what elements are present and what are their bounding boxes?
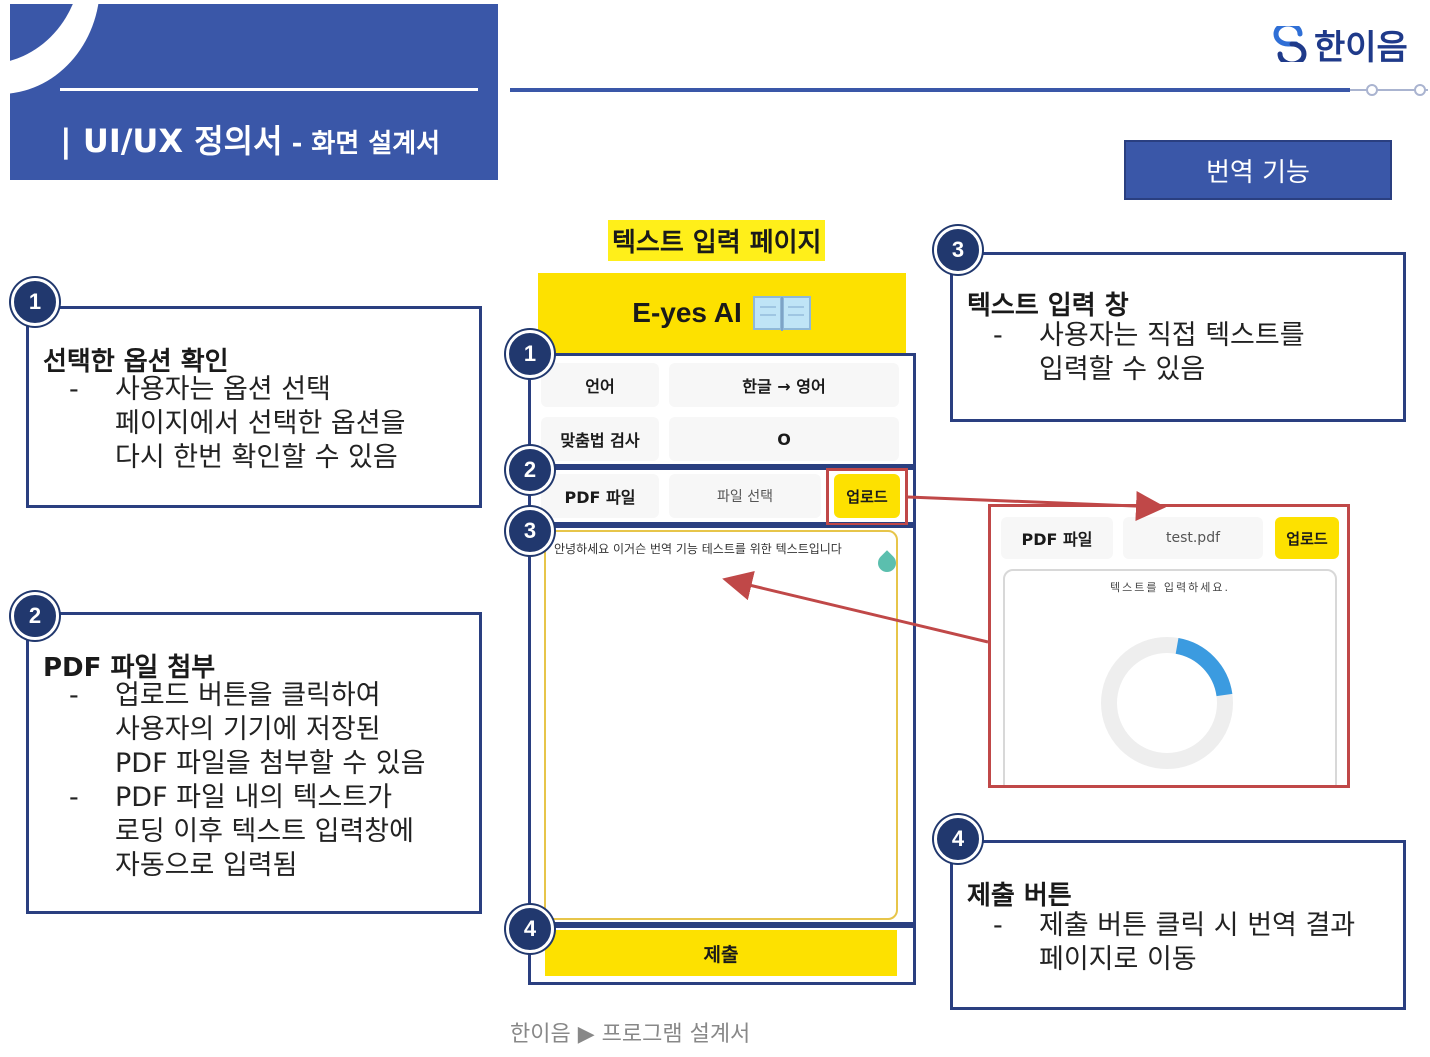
arrow-to-textarea (722, 570, 989, 644)
info-bullet: 제출 버튼 클릭 시 번역 결과 페이지로 이동 (967, 909, 1399, 977)
info-badge: 3 (934, 226, 982, 274)
hanieum-logo-icon (1273, 26, 1307, 62)
book-icon (752, 296, 811, 331)
preview-file-name[interactable]: test.pdf (1123, 517, 1263, 559)
header-divider (60, 88, 478, 91)
top-rule (510, 88, 1350, 92)
page-label: 텍스트 입력 페이지 (608, 220, 826, 261)
app-header: E-yes AI (538, 273, 906, 353)
header-banner: | UI/UX 정의서 - 화면 설계서 (10, 4, 498, 180)
mockup-badge-2: 2 (506, 446, 554, 494)
info-bullet: 사용자는 직접 텍스트를 입력할 수 있음 (967, 319, 1399, 387)
pdf-label: PDF 파일 (541, 474, 659, 518)
upload-button[interactable]: 업로드 (834, 474, 900, 518)
highlight-section-4 (528, 925, 916, 985)
submit-button[interactable]: 제출 (545, 930, 897, 976)
upload-highlight (826, 468, 908, 526)
file-select-button[interactable]: 파일 선택 (669, 474, 821, 518)
app-title: E-yes AI (632, 297, 742, 328)
info-badge: 2 (11, 592, 59, 640)
mockup-badge-1: 1 (506, 330, 554, 378)
info-title: 선택한 옵션 확인 (43, 347, 229, 377)
info-box-1: 선택한 옵션 확인 사용자는 옵션 선택 페이지에서 선택한 옵션을 다시 한번… (26, 306, 482, 508)
info-bullets: 사용자는 직접 텍스트를 입력할 수 있음 (967, 319, 1399, 387)
info-bullets: 제출 버튼 클릭 시 번역 결과 페이지로 이동 (967, 909, 1399, 977)
text-input-area[interactable]: 안녕하세요 이거슨 번역 기능 테스트를 위한 텍스트입니다 (544, 530, 900, 920)
info-box-2: PDF 파일 첨부 업로드 버튼을 클릭하여 사용자의 기기에 저장된 PDF … (26, 612, 482, 914)
text-input-content: 안녕하세요 이거슨 번역 기능 테스트를 위한 텍스트입니다 (554, 542, 842, 556)
logo: 한이음 (1270, 22, 1408, 68)
info-title: 텍스트 입력 창 (967, 291, 1129, 321)
highlight-section-3 (528, 525, 916, 925)
preview-text-area[interactable]: 텍스트를 입력하세요. (1003, 569, 1337, 785)
info-box-3: 텍스트 입력 창 사용자는 직접 텍스트를 입력할 수 있음 (950, 252, 1406, 422)
preview-placeholder: 텍스트를 입력하세요. (1109, 581, 1231, 594)
logo-text: 한이음 (1314, 27, 1408, 68)
spellcheck-value[interactable]: O (669, 417, 899, 461)
info-bullets: 사용자는 옵션 선택 페이지에서 선택한 옵션을 다시 한번 확인할 수 있음 (43, 373, 475, 475)
info-badge: 4 (934, 815, 982, 863)
page-title-sub: - 화면 설계서 (282, 129, 441, 159)
footer-breadcrumb: 한이음 ▶ 프로그램 설계서 (510, 1022, 751, 1047)
info-bullet: 업로드 버튼을 클릭하여 사용자의 기기에 저장된 PDF 파일을 첨부할 수 … (43, 679, 475, 781)
page-title: | UI/UX 정의서 - 화면 설계서 (60, 116, 440, 162)
preview-upload-button[interactable]: 업로드 (1275, 517, 1339, 559)
mockup-badge-3: 3 (506, 507, 554, 555)
upload-preview-panel: PDF 파일 test.pdf 업로드 텍스트를 입력하세요. (988, 504, 1350, 788)
language-label: 언어 (541, 363, 659, 407)
info-bullet: PDF 파일 내의 텍스트가 로딩 이후 텍스트 입력창에 자동으로 입력됨 (43, 781, 475, 883)
spellcheck-label: 맞춤법 검사 (541, 417, 659, 461)
info-title: 제출 버튼 (967, 881, 1072, 911)
rule-end-decoration (1350, 84, 1428, 96)
language-value[interactable]: 한글 → 영어 (669, 363, 899, 407)
info-title: PDF 파일 첨부 (43, 653, 216, 683)
preview-pdf-label: PDF 파일 (1001, 517, 1113, 559)
mockup-badge-4: 4 (506, 905, 554, 953)
info-bullets: 업로드 버튼을 클릭하여 사용자의 기기에 저장된 PDF 파일을 첨부할 수 … (43, 679, 475, 883)
feature-tag: 번역 기능 (1124, 140, 1392, 200)
highlight-section-1 (528, 353, 916, 467)
page-title-main: | UI/UX 정의서 (60, 122, 283, 160)
info-badge: 1 (11, 278, 59, 326)
info-box-4: 제출 버튼 제출 버튼 클릭 시 번역 결과 페이지로 이동 (950, 840, 1406, 1010)
arrow-to-preview (907, 491, 1166, 522)
loading-spinner-icon (1101, 637, 1233, 769)
info-bullet: 사용자는 옵션 선택 페이지에서 선택한 옵션을 다시 한번 확인할 수 있음 (43, 373, 475, 475)
